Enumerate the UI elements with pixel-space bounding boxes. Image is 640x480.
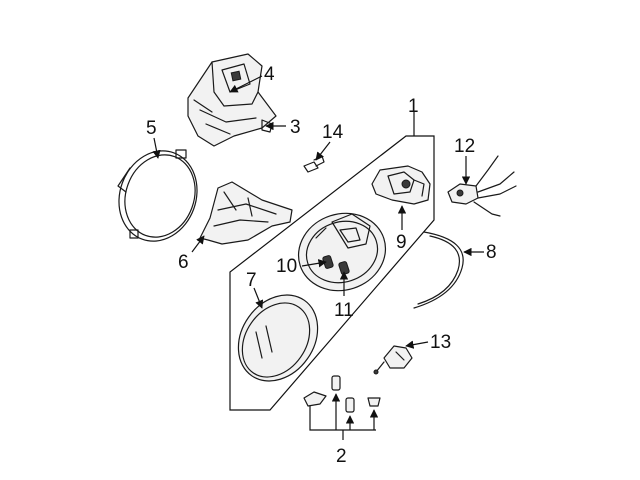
trim-strip-part <box>413 231 464 309</box>
callout-13: 13 <box>430 332 451 353</box>
callout-12: 12 <box>454 136 475 157</box>
callout-10: 10 <box>276 256 297 277</box>
callout-3: 3 <box>290 117 301 138</box>
fastener-clips-part <box>303 375 381 413</box>
reflector-part <box>297 212 387 292</box>
callout-1: 1 <box>408 96 419 117</box>
headlamp-bracket-part <box>199 181 293 245</box>
headlamp-bezel-part <box>117 149 198 242</box>
callout-5: 5 <box>146 118 157 139</box>
connector-part <box>447 155 517 217</box>
callout-14: 14 <box>322 122 344 143</box>
callout-6: 6 <box>178 252 189 273</box>
lens-part <box>237 294 319 382</box>
side-bulb-part <box>373 345 413 375</box>
headlamp-housing-part <box>187 53 277 147</box>
callout-9: 9 <box>396 232 407 253</box>
assembly-boundary <box>229 135 435 411</box>
socket-part <box>371 165 431 205</box>
screw-part <box>303 155 325 173</box>
callout-4: 4 <box>264 64 275 85</box>
callout-7: 7 <box>246 270 257 291</box>
callout-2: 2 <box>336 446 347 467</box>
callout-11: 11 <box>334 300 354 321</box>
callout-8: 8 <box>486 242 497 263</box>
